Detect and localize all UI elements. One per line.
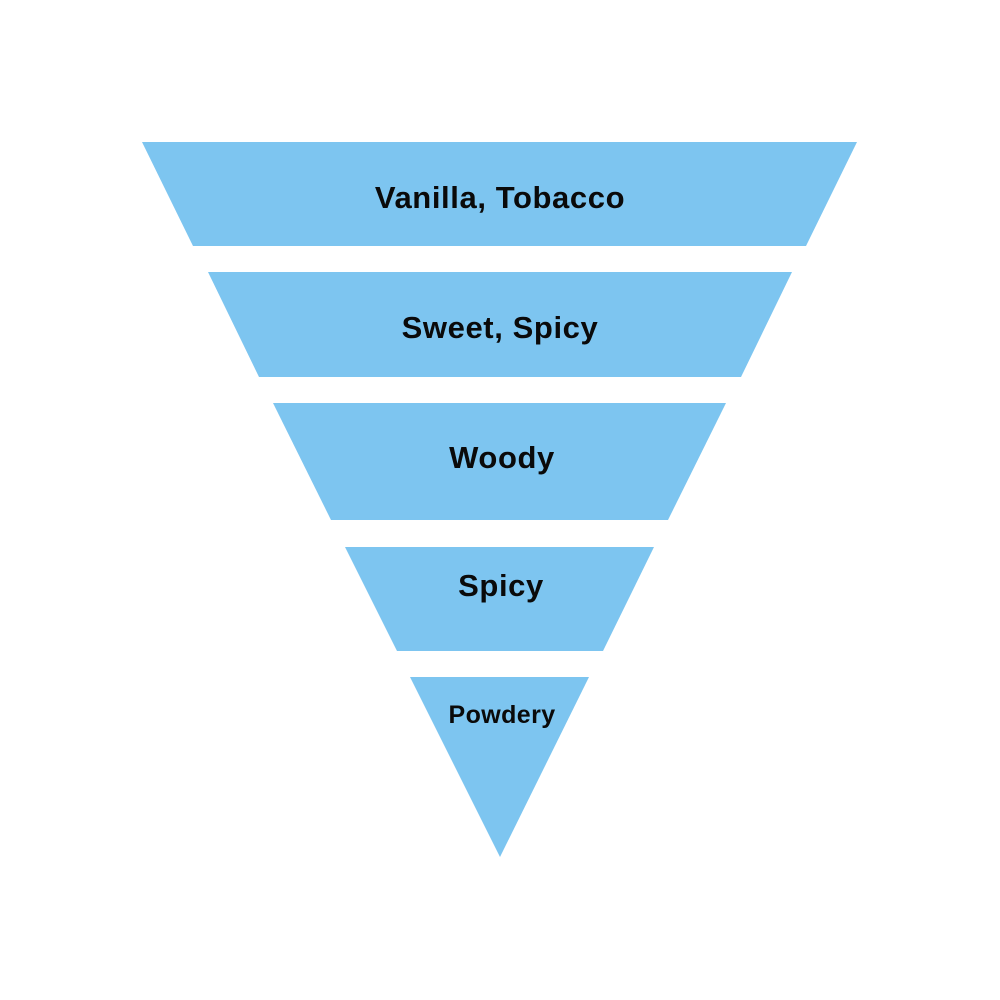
pyramid-level-3: Woody [273, 403, 726, 520]
pyramid-level-4: Spicy [345, 547, 654, 651]
pyramid-level-5: Powdery [410, 677, 589, 857]
pyramid-band-shape [208, 272, 792, 377]
pyramid-band-shape [142, 142, 857, 246]
pyramid-level-1: Vanilla, Tobacco [142, 142, 857, 246]
pyramid-band-shape [410, 677, 589, 857]
pyramid-band-label: Spicy [458, 568, 544, 603]
pyramid-band-shape [273, 403, 726, 520]
pyramid-level-2: Sweet, Spicy [208, 272, 792, 377]
pyramid-band-label: Powdery [449, 701, 556, 729]
pyramid-band-label: Vanilla, Tobacco [375, 180, 625, 215]
pyramid-band-label: Woody [449, 440, 555, 475]
pyramid-band-label: Sweet, Spicy [402, 310, 599, 345]
pyramid-band-shape [345, 547, 654, 651]
